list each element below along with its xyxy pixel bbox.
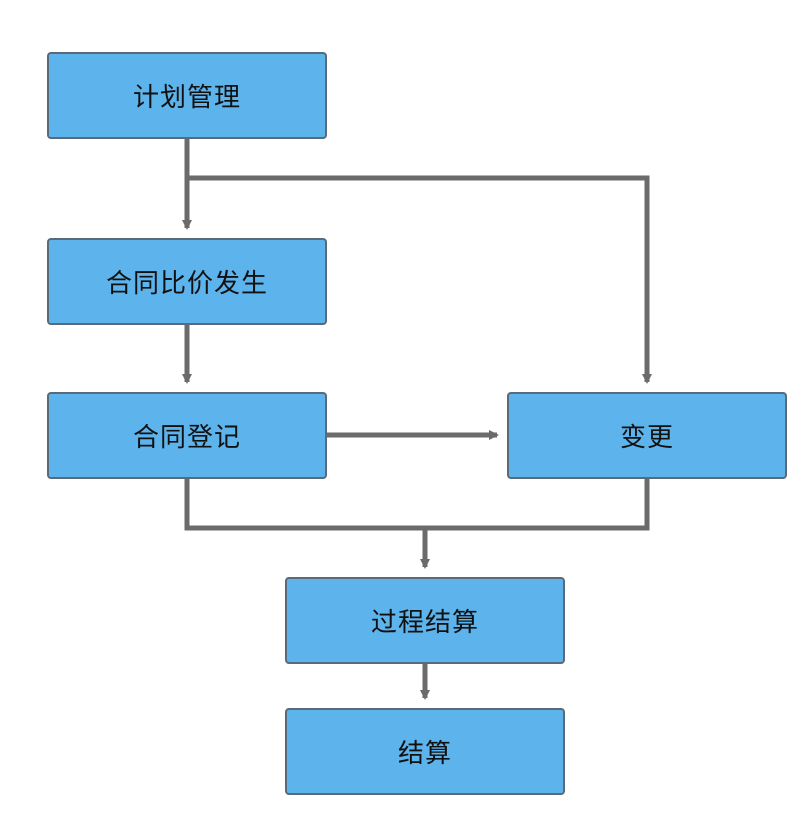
connector-plan-to-change — [187, 175, 652, 384]
connector-change-to-merge — [425, 479, 650, 531]
node-plan-management[interactable]: 计划管理 — [47, 52, 327, 139]
node-contract-registration[interactable]: 合同登记 — [47, 392, 327, 479]
node-label: 过程结算 — [370, 608, 479, 638]
node-contract-price-comparison[interactable]: 合同比价发生 — [47, 238, 327, 325]
node-label: 合同比价发生 — [105, 269, 268, 299]
node-label: 合同登记 — [132, 423, 241, 453]
node-label: 计划管理 — [132, 83, 241, 113]
node-label: 变更 — [619, 423, 674, 453]
node-change[interactable]: 变更 — [507, 392, 787, 479]
connector-register-to-merge — [184, 479, 425, 531]
node-process-settlement[interactable]: 过程结算 — [285, 577, 565, 664]
node-settlement[interactable]: 结算 — [285, 708, 565, 795]
node-label: 结算 — [397, 739, 452, 769]
